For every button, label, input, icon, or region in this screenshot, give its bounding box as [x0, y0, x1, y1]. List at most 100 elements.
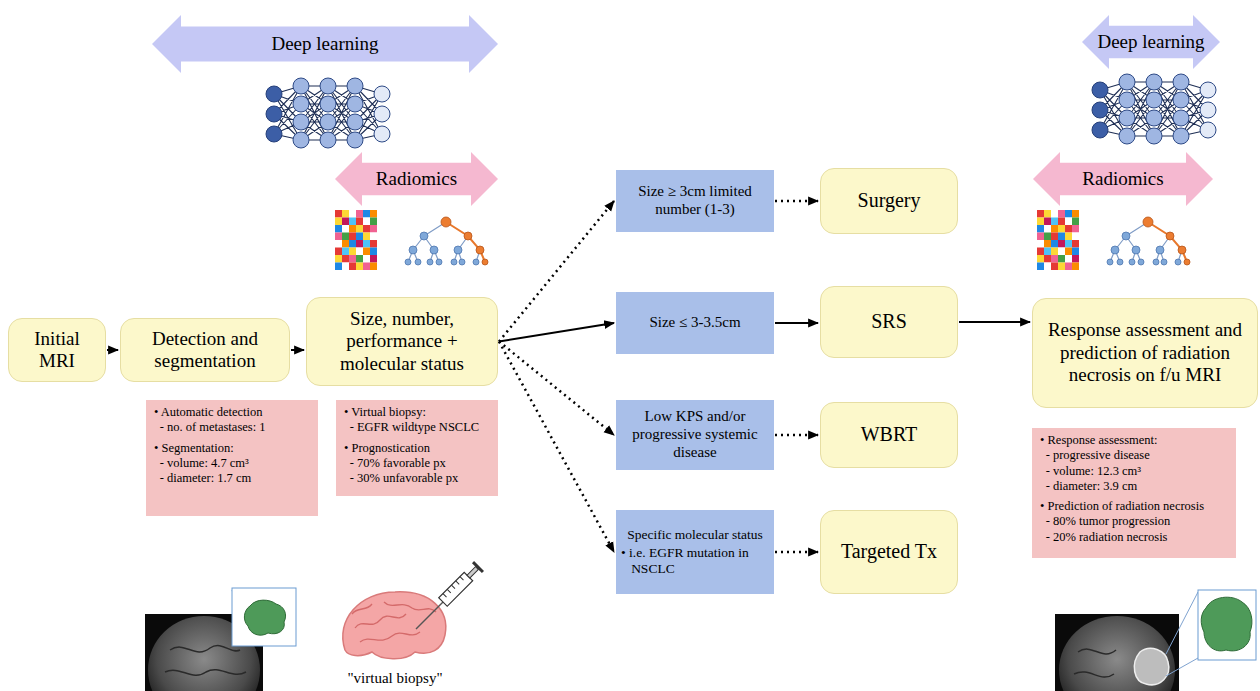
text-stack: Detection and segmentation: [129, 328, 281, 373]
dotted-arrow: [775, 551, 818, 554]
text-stack: Targeted Tx: [829, 540, 949, 564]
process-box: Response assessment and prediction of ra…: [1032, 298, 1258, 408]
node-text: Size ≥ 3cm limited number (1-3): [621, 183, 769, 218]
text-stack: • Virtual biopsy:- EGFR wildtype NSCLC • …: [344, 405, 490, 486]
dotted-arrow: [499, 342, 614, 436]
dotted-arrow: [499, 342, 614, 553]
criteria-box: Low KPS and/or progressive systemic dise…: [616, 400, 774, 470]
deep-learning-arrow: Deep learning: [1082, 15, 1220, 69]
node-text: Surgery: [829, 189, 949, 213]
radiomics-heatmap-icon: [1037, 210, 1079, 270]
flow-arrow: [959, 321, 1030, 323]
deep-learning-arrow: Deep learning: [152, 15, 498, 73]
text-stack: Response assessment and prediction of ra…: [1041, 319, 1249, 386]
tumor-segmentation: [1201, 597, 1252, 651]
text-stack: Deep learning: [156, 33, 494, 55]
text-stack: Initial MRI: [17, 328, 97, 373]
radiomics-arrow: Radiomics: [1033, 152, 1213, 206]
result-box: • Automatic detection- no. of metastases…: [146, 400, 318, 516]
process-box: Detection and segmentation: [120, 318, 290, 382]
text-stack: Specific molecular status • i.e. EGFR mut…: [621, 527, 769, 577]
mri-image: [1055, 614, 1179, 691]
node-text: - volume: 4.7 cm³: [154, 456, 310, 471]
radiomics-arrow: Radiomics: [335, 152, 498, 206]
brain-illustration: [343, 561, 484, 659]
text-stack: Radiomics: [339, 168, 494, 190]
result-box: • Response assessment:- progressive dise…: [1032, 428, 1236, 558]
neural-net-icon: [266, 78, 390, 148]
text-stack: Size ≤ 3-3.5cm: [621, 314, 769, 332]
leader-line: [1166, 658, 1198, 676]
treatment-box: SRS: [820, 286, 958, 358]
treatment-box: Targeted Tx: [820, 510, 958, 594]
node-text: • Prediction of radiation necrosis: [1040, 499, 1228, 514]
text-stack: Surgery: [829, 189, 949, 213]
text-stack: • Automatic detection- no. of metastases…: [154, 405, 310, 486]
node-text: - diameter: 3.9 cm: [1040, 479, 1228, 494]
node-text: • Automatic detection: [154, 405, 310, 420]
node-text: - EGFR wildtype NSCLC: [344, 420, 490, 435]
node-text: WBRT: [829, 423, 949, 447]
illustration-label: "virtual biopsy": [330, 670, 460, 687]
node-text: Specific molecular status: [621, 527, 769, 543]
text-stack: Low KPS and/or progressive systemic dise…: [621, 408, 769, 461]
node-text: - volume: 12.3 cm³: [1040, 464, 1228, 479]
result-box: • Virtual biopsy:- EGFR wildtype NSCLC • …: [336, 400, 498, 496]
node-text: - 20% radiation necrosis: [1040, 530, 1228, 545]
flow-arrow: [107, 349, 118, 351]
decision-tree-icon: [1107, 217, 1190, 265]
flow-arrow: [775, 322, 818, 324]
node-text: - 30% unfavorable px: [344, 471, 490, 486]
text-stack: Size ≥ 3cm limited number (1-3): [621, 183, 769, 218]
process-box: Initial MRI: [8, 318, 106, 382]
process-box: Size, number, performance + molecular st…: [306, 297, 498, 386]
text-stack: Size, number, performance + molecular st…: [315, 308, 489, 375]
double-arrow-fill: [152, 15, 498, 73]
dotted-arrow: [499, 201, 614, 342]
flow-arrow: [499, 323, 614, 342]
text-stack: Radiomics: [1037, 168, 1209, 190]
leader-line: [1166, 592, 1198, 654]
node-text: • i.e. EGFR mutation in NSCLC: [621, 545, 769, 577]
node-text: SRS: [829, 310, 949, 334]
inset-frame: [232, 588, 296, 646]
node-text: Size, number, performance + molecular st…: [315, 308, 489, 375]
node-text: Deep learning: [156, 33, 494, 55]
node-text: Radiomics: [339, 168, 494, 190]
node-text: • Virtual biopsy:: [344, 405, 490, 420]
double-arrow-fill: [1033, 152, 1213, 206]
tumor-segmentation: [244, 600, 285, 635]
treatment-box: WBRT: [820, 402, 958, 468]
text-stack: WBRT: [829, 423, 949, 447]
node-text: Radiomics: [1037, 168, 1209, 190]
radiomics-heatmap-icon: [335, 210, 377, 270]
node-text: • Prognostication: [344, 441, 490, 456]
node-text: - no. of metastases: 1: [154, 420, 310, 435]
text-stack: Deep learning: [1086, 31, 1216, 53]
text-stack: SRS: [829, 310, 949, 334]
node-text: - 80% tumor progression: [1040, 514, 1228, 529]
node-text: • Segmentation:: [154, 441, 310, 456]
node-text: Deep learning: [1086, 31, 1216, 53]
inset-frame: [1198, 590, 1256, 660]
dotted-arrow: [775, 434, 818, 437]
treatment-box: Surgery: [820, 168, 958, 234]
flow-arrow: [291, 349, 304, 351]
criteria-box: Size ≥ 3cm limited number (1-3): [616, 170, 774, 232]
node-text: Detection and segmentation: [129, 328, 281, 373]
node-text: • Response assessment:: [1040, 433, 1228, 448]
node-text: Initial MRI: [17, 328, 97, 373]
node-text: - diameter: 1.7 cm: [154, 471, 310, 486]
double-arrow-fill: [335, 152, 498, 206]
node-text: Targeted Tx: [829, 540, 949, 564]
node-text: Response assessment and prediction of ra…: [1041, 319, 1249, 386]
neural-net-icon: [1092, 74, 1216, 144]
decision-tree-icon: [405, 217, 488, 265]
criteria-box: Specific molecular status • i.e. EGFR mut…: [616, 510, 774, 594]
double-arrow-fill: [1082, 15, 1220, 69]
node-text: - progressive disease: [1040, 448, 1228, 463]
text-stack: • Response assessment:- progressive dise…: [1040, 433, 1228, 545]
node-text: Size ≤ 3-3.5cm: [621, 314, 769, 332]
criteria-box: Size ≤ 3-3.5cm: [616, 292, 774, 354]
